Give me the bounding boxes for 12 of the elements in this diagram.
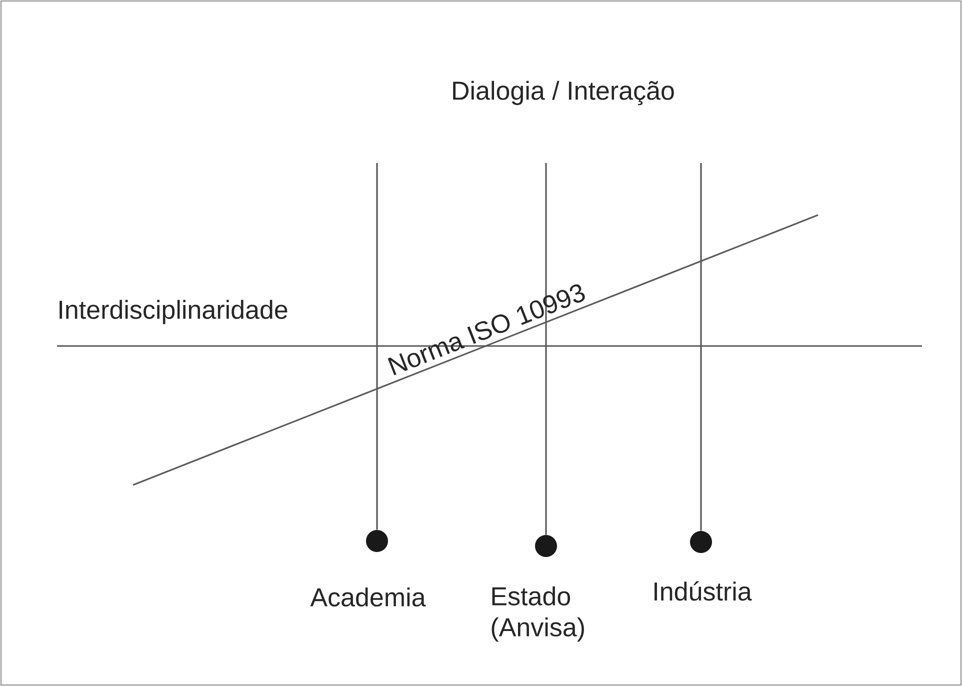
axis-label: Norma ISO 10993 xyxy=(388,284,585,376)
dot xyxy=(366,530,388,552)
axis-label: Interdisciplinaridade xyxy=(60,300,288,324)
title: Dialogia / Interação xyxy=(453,80,674,106)
vertical-line xyxy=(376,163,378,530)
vertical-line xyxy=(700,163,702,531)
dot xyxy=(535,535,557,557)
node-caption: Indústria xyxy=(654,581,752,601)
vertical-line xyxy=(545,163,547,535)
dot xyxy=(690,531,712,553)
node-caption: Estado (Anvisa) xyxy=(492,586,584,642)
node-caption: Academia xyxy=(310,587,426,607)
